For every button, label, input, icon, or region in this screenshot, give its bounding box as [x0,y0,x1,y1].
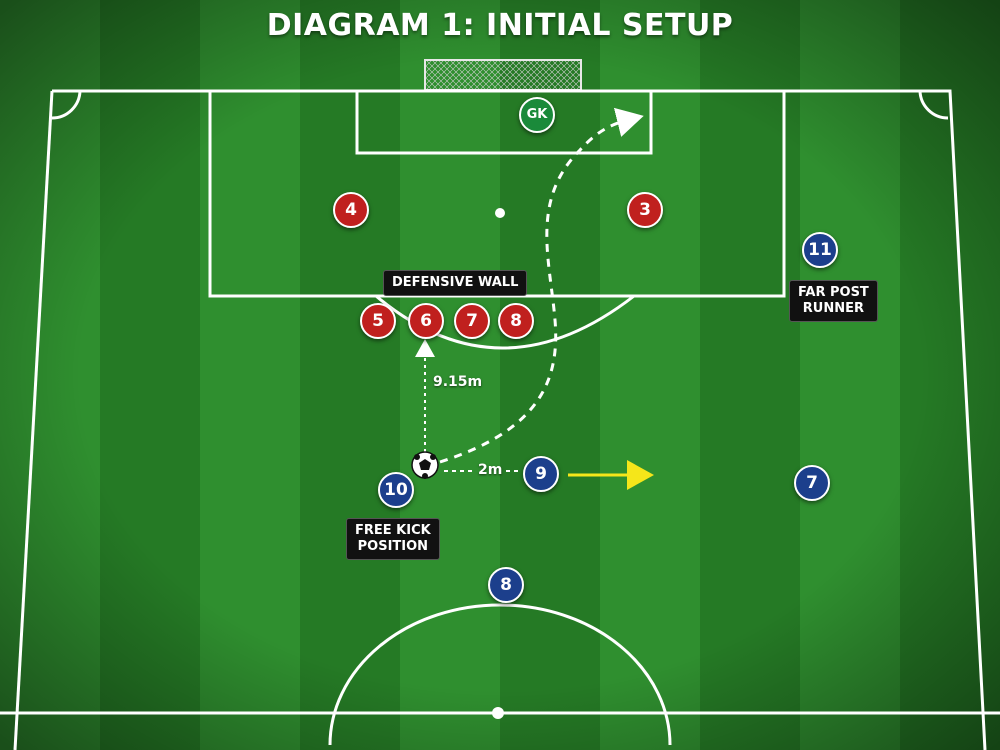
far-post-runner-label-line1: FAR POST [798,285,869,300]
attacker-11-marker: 11 [802,232,838,268]
defensive-wall-label-text: DEFENSIVE WALL [392,275,519,290]
far-post-runner-label-line2: RUNNER [802,301,864,316]
defender-3-marker: 3 [627,192,663,228]
far-post-runner-label: FAR POST RUNNER [789,280,878,322]
attacker-7-marker: 7 [794,465,830,501]
center-circle [328,603,672,746]
attacker-10-marker: 10 [378,472,414,508]
diagram-title: DIAGRAM 1: INITIAL SETUP [266,8,734,43]
goal-net [424,59,582,91]
corner-arc-right [918,90,949,120]
short-distance-label: 2m [478,462,503,478]
center-spot [492,707,504,719]
wall-player-8-marker: 8 [498,303,534,339]
ball-icon [411,451,439,479]
wall-player-6-marker: 6 [408,303,444,339]
penalty-spot [495,208,505,218]
goalkeeper-marker: GK [519,97,555,133]
touchline-left [13,90,54,750]
defensive-wall-label: DEFENSIVE WALL [383,270,528,296]
free-kick-label-line2: POSITION [357,539,429,554]
attacker-9-marker: 9 [523,456,559,492]
goal-area [355,89,653,155]
defender-4-marker: 4 [333,192,369,228]
free-kick-label-line1: FREE KICK [355,523,431,538]
wall-distance-label: 9.15m [433,374,483,390]
corner-arc-left [51,90,82,120]
free-kick-position-label: FREE KICK POSITION [346,518,440,560]
wall-player-7-marker: 7 [454,303,490,339]
wall-player-5-marker: 5 [360,303,396,339]
attacker-8-marker: 8 [488,567,524,603]
